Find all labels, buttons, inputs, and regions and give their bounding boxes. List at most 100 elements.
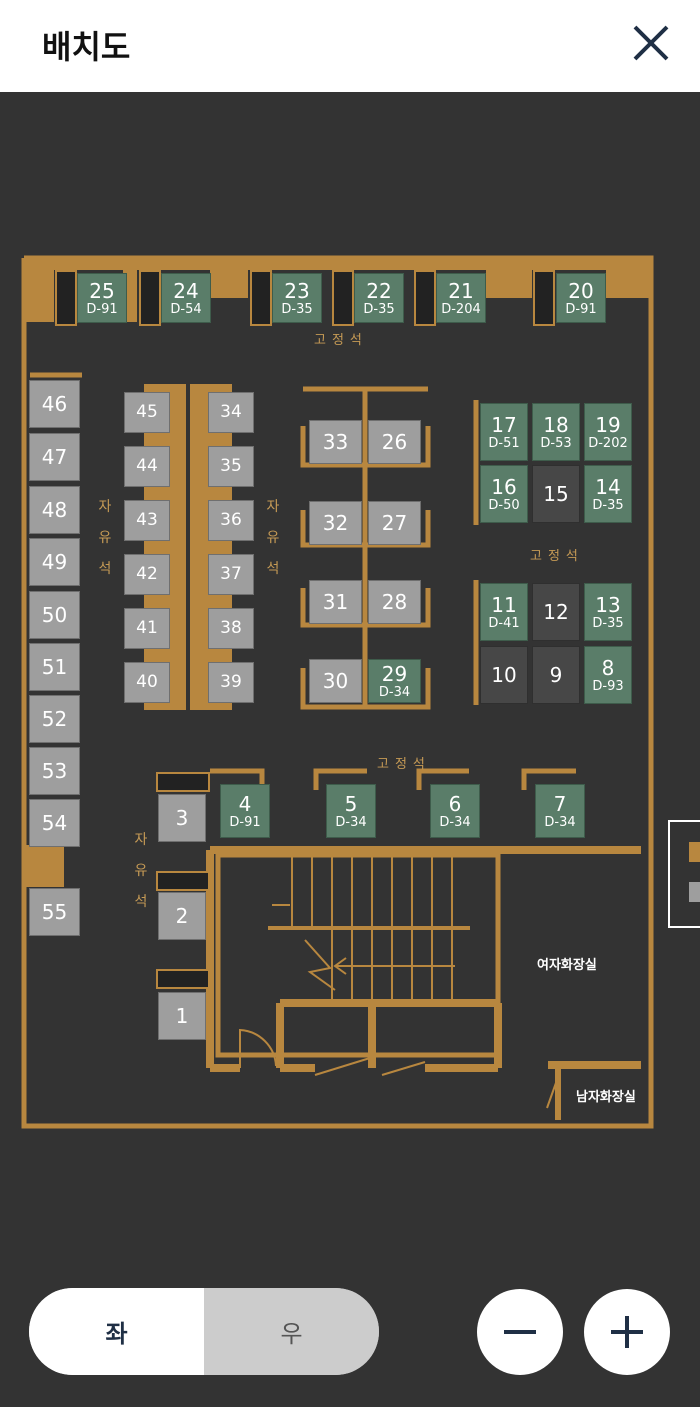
seat-code: D-91	[86, 301, 118, 317]
seat-38[interactable]: 38	[208, 608, 254, 649]
seat-39[interactable]: 39	[208, 662, 254, 703]
seat-2[interactable]: 2	[158, 892, 206, 940]
seat-number: 54	[41, 811, 68, 835]
seat-43[interactable]: 43	[124, 500, 170, 541]
seat-number: 25	[89, 278, 115, 303]
seat-51[interactable]: 51	[29, 643, 80, 691]
seat-code: D-35	[592, 615, 624, 631]
room-label-mens-restroom: 남자화장실	[576, 1090, 636, 1105]
seat-number: 26	[381, 430, 408, 454]
seat-code: D-41	[488, 615, 520, 631]
booth-stall	[156, 772, 210, 792]
seat-number: 15	[543, 482, 569, 506]
seat-45[interactable]: 45	[124, 392, 170, 433]
seat-53[interactable]: 53	[29, 747, 80, 795]
seat-number: 29	[381, 661, 408, 686]
seat-55[interactable]: 55	[29, 888, 80, 936]
seat-code: D-54	[170, 301, 202, 317]
seat-52[interactable]: 52	[29, 695, 80, 743]
seat-36[interactable]: 36	[208, 500, 254, 541]
seat-number: 10	[491, 663, 517, 687]
zoom-out-button[interactable]	[477, 1289, 563, 1375]
seat-50[interactable]: 50	[29, 591, 80, 639]
seat-number: 49	[41, 550, 68, 574]
booth-stall	[332, 270, 354, 326]
seat-12[interactable]: 12	[532, 583, 580, 641]
seat-34[interactable]: 34	[208, 392, 254, 433]
seat-31[interactable]: 31	[309, 580, 362, 624]
page-title: 배치도	[42, 28, 131, 66]
booth-stall	[139, 270, 161, 326]
seat-26[interactable]: 26	[368, 420, 421, 464]
seat-number: 18	[543, 412, 569, 437]
seat-number: 51	[41, 655, 68, 679]
seat-44[interactable]: 44	[124, 446, 170, 487]
seat-32[interactable]: 32	[309, 501, 362, 545]
seat-code: D-35	[281, 301, 313, 317]
seat-48[interactable]: 48	[29, 486, 80, 534]
seat-number: 14	[595, 474, 621, 499]
seat-number: 50	[41, 603, 68, 627]
seat-code: D-91	[229, 814, 261, 830]
seat-42[interactable]: 42	[124, 554, 170, 595]
seat-27[interactable]: 27	[368, 501, 421, 545]
seat-54[interactable]: 54	[29, 799, 80, 847]
seat-41[interactable]: 41	[124, 608, 170, 649]
seat-28[interactable]: 28	[368, 580, 421, 624]
seat-33[interactable]: 33	[309, 420, 362, 464]
zone-label-fixed: 고정석	[314, 333, 368, 348]
booth-stall	[156, 969, 210, 989]
seat-code: D-93	[592, 678, 624, 694]
room-label-womens-restroom: 여자화장실	[537, 958, 597, 973]
seat-15[interactable]: 15	[532, 465, 580, 523]
seat-number: 37	[220, 564, 242, 584]
seat-number: 32	[322, 511, 349, 535]
seat-10[interactable]: 10	[480, 646, 528, 704]
seat-number: 33	[322, 430, 349, 454]
seat-46[interactable]: 46	[29, 380, 80, 428]
tab-right[interactable]: 우	[204, 1288, 379, 1375]
seat-49[interactable]: 49	[29, 538, 80, 586]
seat-37[interactable]: 37	[208, 554, 254, 595]
seat-47[interactable]: 47	[29, 433, 80, 481]
seat-code: D-51	[488, 435, 520, 451]
close-icon[interactable]	[628, 20, 674, 66]
seat-35[interactable]: 35	[208, 446, 254, 487]
seat-40[interactable]: 40	[124, 662, 170, 703]
seat-9[interactable]: 9	[532, 646, 580, 704]
minus-icon	[504, 1330, 536, 1334]
seat-number: 12	[543, 600, 569, 624]
seat-number: 5	[344, 791, 358, 816]
seat-number: 3	[175, 806, 189, 830]
tab-left[interactable]: 좌	[29, 1288, 204, 1375]
seat-3[interactable]: 3	[158, 794, 206, 842]
zoom-in-button[interactable]	[584, 1289, 670, 1375]
seat-1[interactable]: 1	[158, 992, 206, 1040]
seat-number: 46	[41, 392, 68, 416]
seat-30[interactable]: 30	[309, 659, 362, 703]
booth-stall	[250, 270, 272, 326]
